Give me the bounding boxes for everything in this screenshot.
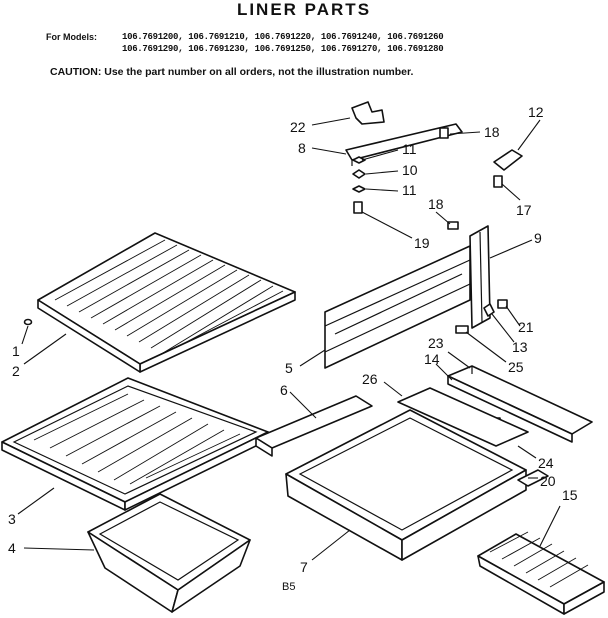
- control-knob: [493, 149, 523, 171]
- screw-18-top: [439, 127, 449, 139]
- leader-lines: [17, 117, 561, 561]
- callout-26: 26: [362, 371, 378, 387]
- callout-18-side: 18: [428, 196, 444, 212]
- screw-25: [455, 325, 469, 334]
- callout-13: 13: [512, 339, 528, 355]
- storage-bin: [87, 493, 251, 613]
- slide-rail: [447, 365, 593, 443]
- crisper-drawer: [285, 409, 527, 561]
- callout-18-top: 18: [484, 124, 500, 140]
- washer-top: [352, 156, 366, 164]
- callout-20: 20: [540, 473, 556, 489]
- callout-12: 12: [528, 104, 544, 120]
- callout-9: 9: [534, 230, 542, 246]
- screw-19: [353, 201, 363, 214]
- callout-23: 23: [428, 335, 444, 351]
- clip-21: [497, 299, 508, 309]
- callout-10: 10: [402, 162, 418, 178]
- callout-4: 4: [8, 540, 16, 556]
- callout-8: 8: [298, 140, 306, 156]
- callout-2: 2: [12, 363, 20, 379]
- nut-17: [493, 175, 503, 188]
- models-line-1: 106.7691200, 106.7691210, 106.7691220, 1…: [122, 32, 444, 42]
- shelf-clip: [23, 318, 33, 326]
- callout-25: 25: [508, 359, 524, 375]
- callout-11-bottom: 11: [402, 182, 417, 198]
- cover-frame-rail: [469, 225, 491, 329]
- callout-3: 3: [8, 511, 16, 527]
- callout-6: 6: [280, 382, 288, 398]
- callout-22: 22: [290, 119, 306, 135]
- callout-5: 5: [285, 360, 293, 376]
- spacer: [352, 169, 366, 179]
- top-rail: [345, 123, 463, 166]
- drawer-divider: [255, 395, 373, 457]
- mounting-bracket: [351, 101, 385, 125]
- cover-plate: [397, 387, 529, 447]
- ice-tray: [477, 531, 605, 615]
- callout-11-top: 11: [402, 141, 417, 157]
- callout-15: 15: [562, 487, 578, 503]
- callout-21: 21: [518, 319, 534, 335]
- callout-17: 17: [516, 202, 532, 218]
- models-line-2: 106.7691290, 106.7691230, 106.7691250, 1…: [122, 44, 444, 54]
- callout-1: 1: [12, 343, 20, 359]
- washer-bottom: [352, 185, 366, 193]
- callout-24: 24: [538, 455, 554, 471]
- wire-shelf: [37, 232, 296, 373]
- callout-14: 14: [424, 351, 440, 367]
- screw-18-side: [447, 221, 459, 230]
- callout-19: 19: [414, 235, 430, 251]
- callout-7: 7: [300, 559, 308, 575]
- figure-code: B5: [282, 581, 295, 593]
- caution-note: CAUTION: Use the part number on all orde…: [50, 66, 414, 78]
- tray-shelf: [1, 377, 269, 511]
- page-title: LINER PARTS: [236, 0, 372, 19]
- crisper-cover-front: [324, 245, 471, 369]
- clip-13: [483, 303, 495, 317]
- models-label: For Models:: [46, 32, 97, 42]
